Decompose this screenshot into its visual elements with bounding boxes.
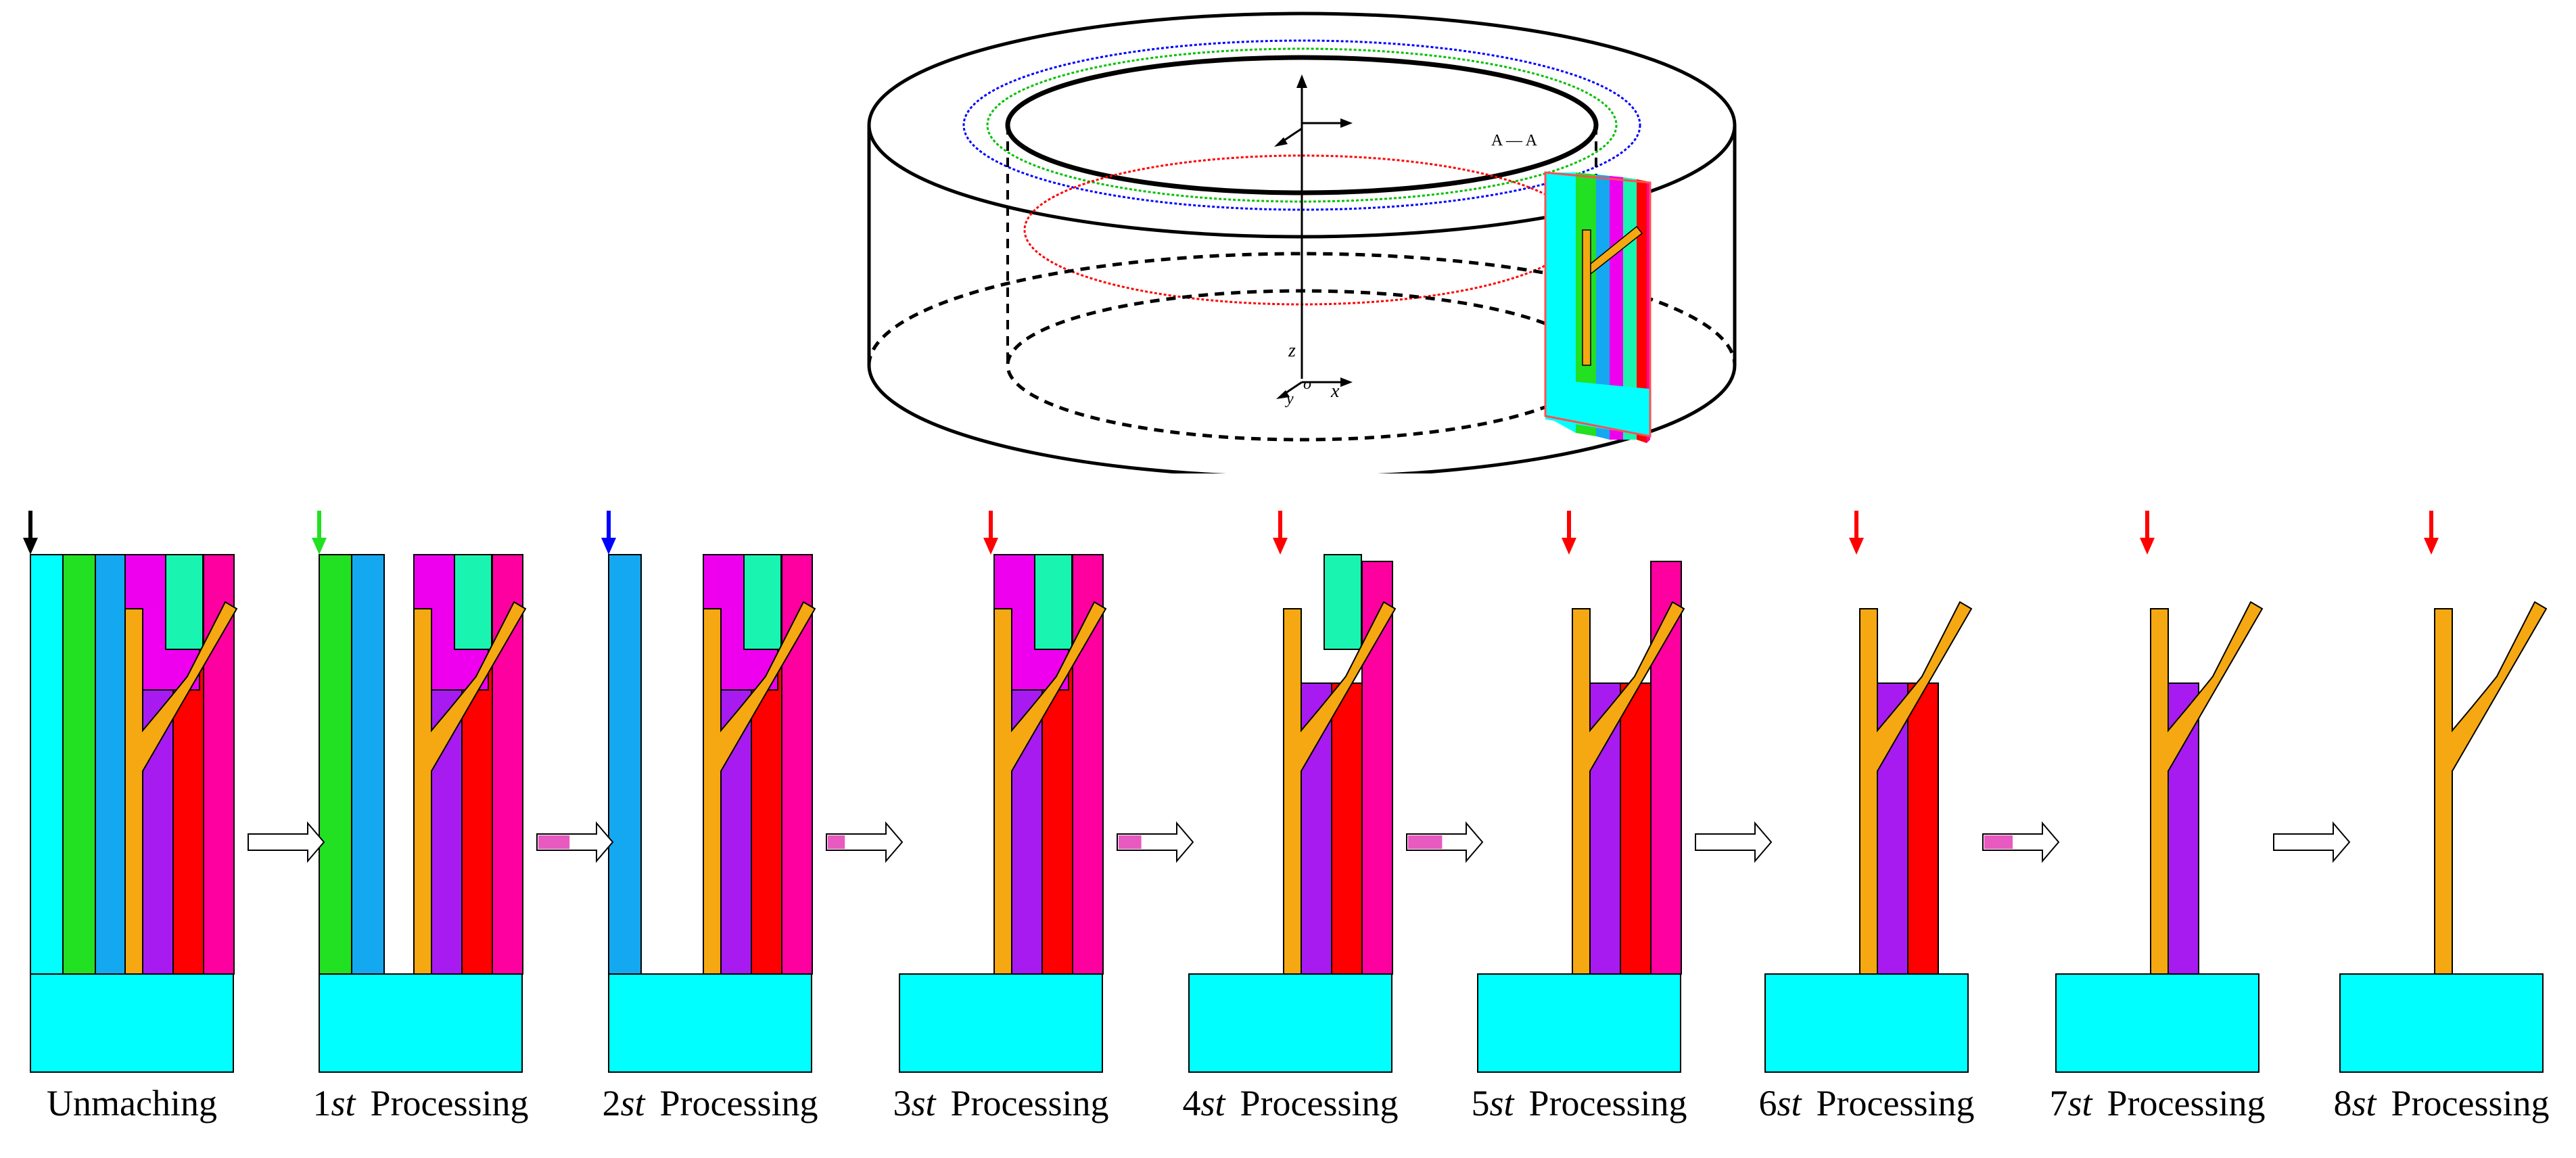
- stage-stock-layer: [95, 554, 128, 975]
- tool-direction-arrowhead: [601, 538, 616, 555]
- transition-progress-fill: [1984, 835, 2013, 849]
- stage-8: [2339, 511, 2548, 1073]
- stage-blade: [413, 601, 527, 975]
- stage-stock-layer: [608, 554, 642, 975]
- stage-pocket-layer: [165, 554, 204, 650]
- stage-stock-layer: [319, 554, 352, 975]
- transition-arrow-4: [1406, 821, 1484, 863]
- stage-base-block: [1764, 973, 1969, 1073]
- stage-4: [1188, 511, 1397, 1073]
- stage-base-block: [2339, 973, 2544, 1073]
- transition-arrow-7: [2273, 821, 2351, 863]
- stage-stock-layer: [62, 554, 96, 975]
- stage-stock-layer: [351, 554, 385, 975]
- transition-arrow-5: [1695, 821, 1773, 863]
- ring-outer-body: [867, 125, 1737, 473]
- stage-base-block: [319, 973, 523, 1073]
- stage-stock-layer: [30, 554, 64, 975]
- stage-1: [312, 511, 527, 1073]
- stage-pocket-layer: [743, 554, 782, 650]
- stage-stock-layer: [1620, 682, 1652, 975]
- stage-base-block: [1477, 973, 1681, 1073]
- transition-progress-fill: [1408, 835, 1443, 849]
- axis-label-z: z: [1288, 340, 1296, 361]
- stage-5: [1477, 511, 1685, 1073]
- stage-base-block: [30, 973, 234, 1073]
- tool-direction-arrowhead: [23, 538, 38, 555]
- tool-direction-arrowhead: [1273, 538, 1288, 555]
- stage-stock-layer: [781, 554, 813, 975]
- transition-arrow-2: [826, 821, 904, 863]
- transition-arrow-3: [1117, 821, 1194, 863]
- stage-label-0: Unmaching: [47, 1083, 217, 1124]
- tool-direction-arrowhead: [2140, 538, 2155, 555]
- stage-7: [2055, 511, 2264, 1073]
- stage-blade: [1572, 601, 1685, 975]
- tool-direction-arrowhead: [983, 538, 998, 555]
- stage-6: [1764, 511, 1973, 1073]
- stage-pocket-layer: [1324, 554, 1362, 650]
- transition-progress-fill: [538, 835, 570, 849]
- stage-stock-layer: [1331, 682, 1363, 975]
- processing-stages: [23, 511, 2548, 1073]
- stage-blade: [124, 601, 238, 975]
- stage-stock-layer: [1907, 682, 1939, 975]
- tool-direction-arrowhead: [2424, 538, 2439, 555]
- transition-arrow-0: [248, 821, 325, 863]
- transition-arrow-6: [1982, 821, 2060, 863]
- ring-workpiece-figure: z o x y A — A: [867, 11, 1737, 473]
- transition-progress-fill: [1119, 835, 1142, 849]
- transition-progress-fill: [828, 835, 845, 849]
- stage-pocket-layer: [454, 554, 492, 650]
- stage-pocket-layer: [1034, 554, 1073, 650]
- ring-bottom-outer-hidden: [867, 252, 1737, 366]
- stage-base-block: [899, 973, 1103, 1073]
- axis-label-y: y: [1285, 390, 1294, 408]
- section-label: A — A: [1491, 132, 1538, 149]
- stage-blade: [703, 601, 816, 975]
- stage-blade: [993, 601, 1107, 975]
- section-a-a: [1544, 171, 1652, 443]
- axis-label-x: x: [1330, 381, 1340, 402]
- tool-direction-arrowhead: [1562, 538, 1576, 555]
- stage-0: [23, 511, 238, 1073]
- tool-direction-arrowhead: [1849, 538, 1864, 555]
- axis-label-o: o: [1303, 375, 1311, 393]
- stage-blade: [2434, 601, 2548, 975]
- stage-base-block: [1188, 973, 1392, 1073]
- stage-2: [601, 511, 816, 1073]
- transition-arrow-1: [536, 821, 614, 863]
- stage-base-block: [608, 973, 812, 1073]
- stage-3: [899, 511, 1107, 1073]
- stage-base-block: [2055, 973, 2259, 1073]
- stage-blade: [2150, 601, 2264, 975]
- tool-direction-arrowhead: [312, 538, 327, 555]
- stage-blade: [1859, 601, 1973, 975]
- ring-blue-circle: [962, 39, 1641, 211]
- stage-blade: [1283, 601, 1397, 975]
